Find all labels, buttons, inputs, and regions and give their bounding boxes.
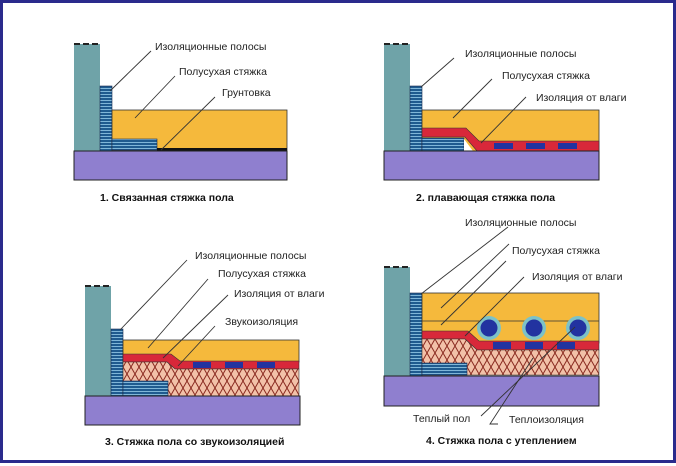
diagram-3: Изоляционные полосы Полусухая стяжка Изо…: [84, 250, 325, 448]
strip-foot: [421, 362, 468, 376]
diagram-1: Изоляционные полосы Полусухая стяжка Гру…: [73, 41, 288, 204]
label-thermal-insulation: Теплоизоляция: [509, 414, 584, 426]
label-moisture-insulation: Изоляция от влаги: [536, 92, 627, 104]
concrete-slab: [73, 150, 288, 181]
leader-line: [119, 259, 188, 331]
primer-layer: [157, 148, 287, 151]
wall: [384, 44, 410, 152]
leader-line: [464, 276, 525, 337]
strip-block: [493, 342, 511, 349]
leader-line: [177, 325, 216, 367]
caption-4: 4. Стяжка пола с утеплением: [426, 435, 577, 447]
caption-1: 1. Связанная стяжка пола: [100, 192, 234, 204]
strip-block: [225, 362, 243, 368]
leader-line: [109, 50, 152, 92]
label-semidry-screed: Полусухая стяжка: [512, 245, 600, 257]
diagram-2: Изоляционные полосы Полусухая стяжка Изо…: [383, 43, 627, 204]
insulation-strip: [99, 85, 113, 153]
wall: [384, 267, 410, 376]
label-insulation-strips: Изоляционные полосы: [195, 250, 306, 262]
leader-line: [162, 294, 229, 359]
leader-line: [160, 96, 216, 151]
label-heated-floor: Теплый пол: [413, 413, 470, 425]
heating-pipes: [477, 316, 590, 340]
strip-block: [193, 362, 211, 368]
label-insulation-strips: Изоляционные полосы: [465, 48, 576, 60]
concrete-slab: [383, 150, 600, 181]
label-semidry-screed: Полусухая стяжка: [179, 66, 267, 78]
label-moisture-insulation: Изоляция от влаги: [234, 288, 325, 300]
strip-block: [557, 342, 575, 349]
concrete-slab: [383, 375, 600, 407]
heating-pipe: [525, 319, 543, 337]
label-moisture-insulation: Изоляция от влаги: [532, 271, 623, 283]
strip-foot: [421, 137, 465, 152]
heating-pipe: [569, 319, 587, 337]
strip-block: [558, 143, 577, 149]
diagram-4: Изоляционные полосы Полусухая стяжка Изо…: [383, 217, 623, 447]
leader-line: [489, 357, 534, 425]
leader-line: [147, 278, 209, 349]
strip-block: [494, 143, 513, 149]
leader-line: [452, 78, 493, 119]
leader-line: [480, 326, 576, 417]
strip-block: [526, 143, 545, 149]
label-insulation-strips: Изоляционные полосы: [465, 217, 576, 229]
leader-line: [134, 75, 176, 119]
leader-line: [440, 243, 510, 309]
leader-line: [440, 260, 507, 326]
leader-line: [420, 57, 455, 88]
label-primer: Грунтовка: [222, 87, 271, 99]
insulation-strip: [409, 292, 423, 377]
strip-foot: [111, 138, 158, 151]
strip-block: [525, 342, 543, 349]
label-insulation-strips: Изоляционные полосы: [155, 41, 266, 53]
caption-2: 2. плавающая стяжка пола: [416, 192, 555, 204]
label-semidry-screed: Полусухая стяжка: [218, 268, 306, 280]
label-sound-insulation: Звукоизоляция: [225, 316, 298, 328]
leader-line: [480, 96, 527, 144]
caption-3: 3. Стяжка пола со звукоизоляцией: [105, 436, 284, 448]
strip-block: [257, 362, 275, 368]
insulation-strip: [409, 85, 423, 153]
wall: [85, 286, 111, 396]
wall: [74, 44, 100, 152]
leader-line: [420, 226, 509, 295]
gap: [464, 139, 473, 151]
insulation-strip: [110, 328, 124, 397]
strip-foot: [122, 380, 169, 397]
diagram-canvas: Изоляционные полосы Полусухая стяжка Гру…: [73, 41, 627, 448]
concrete-slab: [84, 395, 301, 426]
heating-pipe: [480, 319, 498, 337]
label-semidry-screed: Полусухая стяжка: [502, 70, 590, 82]
